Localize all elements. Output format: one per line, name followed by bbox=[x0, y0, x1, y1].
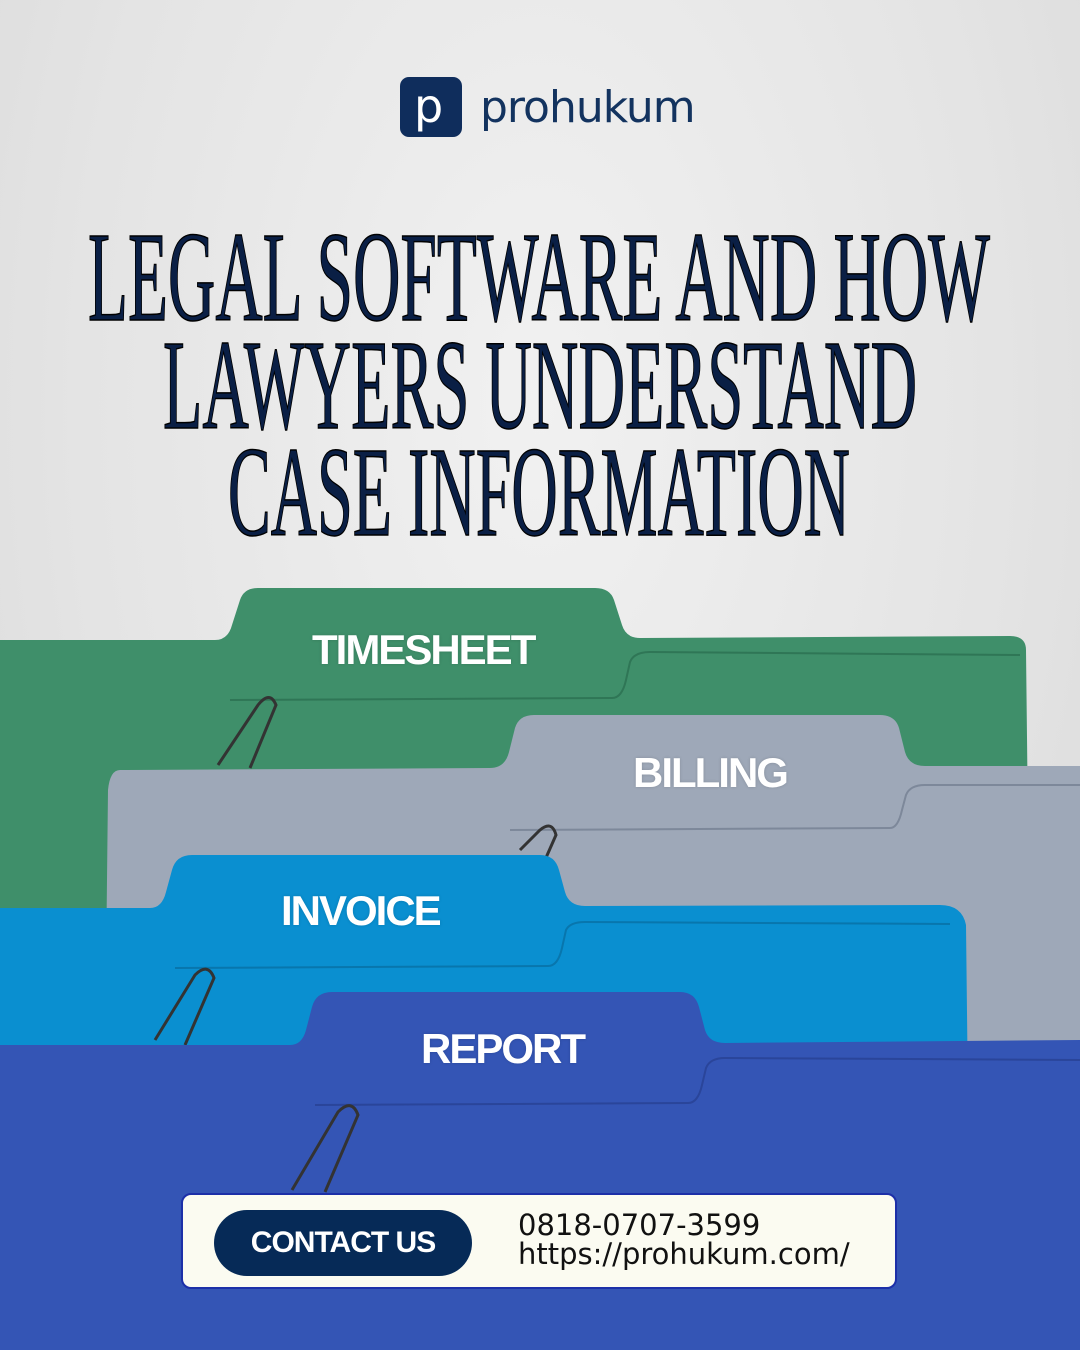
folder-label-billing: BILLING bbox=[633, 749, 789, 796]
folder-invoice-inner-edge bbox=[174, 920, 951, 969]
paperclip-icon bbox=[153, 967, 216, 1046]
folder-label-invoice: INVOICE bbox=[281, 887, 442, 934]
paperclip-icon bbox=[290, 1104, 360, 1193]
contact-us-button[interactable]: CONTACT US bbox=[214, 1210, 472, 1276]
folder-report-inner-edge bbox=[314, 1056, 1080, 1106]
folder-timesheet-inner-edge bbox=[229, 650, 1021, 701]
paperclip-icon bbox=[518, 824, 558, 861]
title-line-1: LEGAL SOFTWARE AND HOW bbox=[88, 206, 990, 348]
title-line-2: LAWYERS UNDERSTAND bbox=[163, 314, 917, 456]
folder-invoice bbox=[0, 855, 968, 1100]
brand-logo: p prohukum bbox=[400, 77, 696, 137]
title-line-3: CASE INFORMATION bbox=[228, 421, 850, 545]
page-title: LEGAL SOFTWARE AND HOW LAWYERS UNDERSTAN… bbox=[87, 205, 991, 545]
brand-name: prohukum bbox=[480, 81, 696, 133]
folder-label-timesheet: TIMESHEET bbox=[312, 626, 536, 673]
paperclip-icon bbox=[216, 696, 278, 769]
contact-us-label: CONTACT US bbox=[250, 1226, 436, 1259]
website-link[interactable]: https://prohukum.com/ bbox=[518, 1237, 850, 1271]
logo-letter: p bbox=[414, 79, 444, 133]
phone-number: 0818-0707-3599 bbox=[518, 1208, 761, 1242]
folder-billing-inner-edge bbox=[509, 784, 1080, 831]
folder-label-report: REPORT bbox=[421, 1025, 586, 1072]
logo-mark-icon: p bbox=[400, 77, 462, 137]
contact-box: CONTACT US 0818-0707-3599 https://prohuk… bbox=[181, 1193, 897, 1289]
